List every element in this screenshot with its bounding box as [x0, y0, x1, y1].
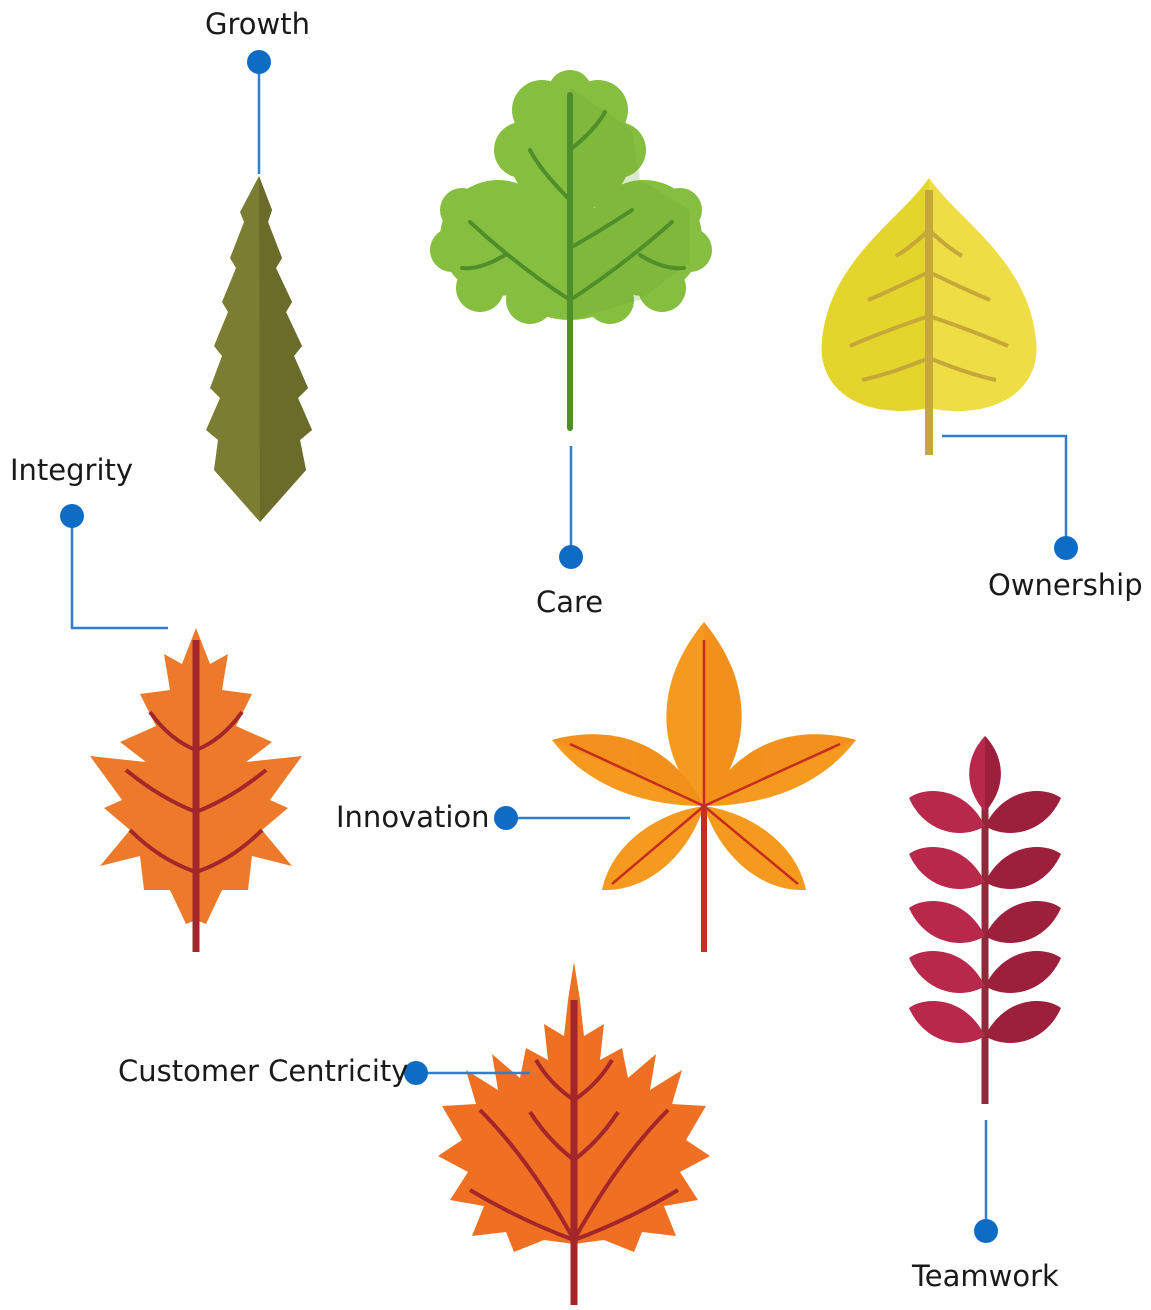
connector-dots [60, 50, 1078, 1243]
ownership-label: Ownership [988, 568, 1143, 602]
ownership-connector [942, 434, 1068, 548]
teamwork-leaf-icon [909, 736, 1061, 1104]
teamwork-leaflet [985, 901, 1061, 943]
care-dot [559, 545, 583, 569]
teamwork-leaflet [909, 901, 985, 943]
teamwork-leaflet [985, 791, 1061, 833]
care-leaf-icon [430, 70, 712, 431]
growth-label: Growth [205, 7, 310, 41]
care-label: Care [536, 585, 604, 619]
growth-dot [247, 50, 271, 74]
innovation-leaf-icon [552, 622, 856, 952]
integrity-label: Integrity [10, 453, 134, 487]
ownership-dot [1054, 536, 1078, 560]
innovation-label: Innovation [336, 800, 490, 834]
teamwork-leaflet [909, 791, 985, 833]
teamwork-leaflet [909, 951, 985, 993]
teamwork-leaflet [985, 951, 1061, 993]
connector-lines [70, 62, 1068, 1230]
ownership-leaf-icon [821, 178, 1037, 455]
integrity-dot [60, 504, 84, 528]
innovation-dot [494, 806, 518, 830]
teamwork-leaflet [909, 847, 985, 889]
customer-centricity-dot [404, 1061, 428, 1085]
integrity-connector [70, 516, 168, 630]
teamwork-label: Teamwork [912, 1259, 1059, 1293]
growth-leaf-icon [206, 176, 312, 522]
customer-centricity-label: Customer Centricity [118, 1054, 409, 1088]
teamwork-leaflet [985, 847, 1061, 889]
teamwork-leaflet [985, 1001, 1061, 1043]
integrity-leaf-icon [90, 628, 302, 952]
teamwork-dot [974, 1219, 998, 1243]
customer-centricity-leaf-icon [438, 962, 710, 1305]
teamwork-leaflet [909, 1001, 985, 1043]
